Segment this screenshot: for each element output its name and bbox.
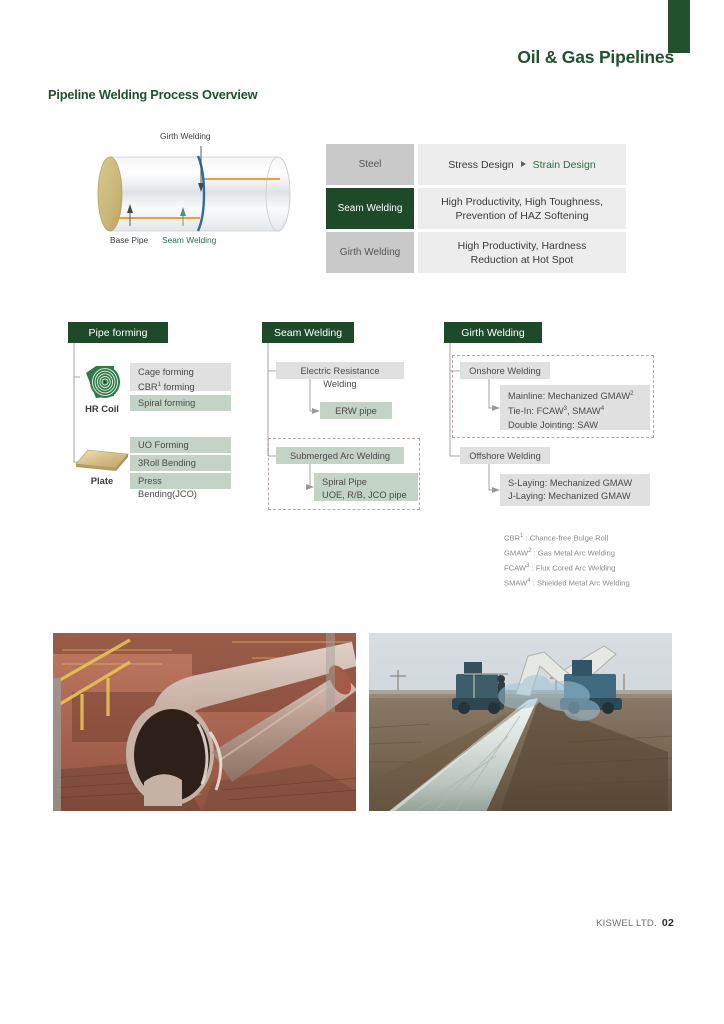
table-row: Steel Stress Design Strain Design xyxy=(326,144,626,185)
pipe-diagram: Girth Welding Base Pipe Seam Welding xyxy=(88,125,314,255)
footnote-cbr: CBR1 : Chance-free Bulge Roll xyxy=(504,533,609,543)
node-3roll-bending[interactable]: 3Roll Bending xyxy=(130,455,231,471)
plate-icon xyxy=(74,448,130,474)
node-spiral-forming[interactable]: Spiral forming xyxy=(130,395,231,411)
pipe-label-base-pipe: Base Pipe xyxy=(110,235,149,245)
node-uo-forming[interactable]: UO Forming xyxy=(130,437,231,453)
hr-coil-label: HR Coil xyxy=(85,403,119,414)
footer-company: KISWEL LTD. xyxy=(596,918,657,929)
dashed-highlight-onshore xyxy=(452,355,654,438)
row-key-seam-welding: Seam Welding xyxy=(326,188,414,229)
row-key-girth-welding: Girth Welding xyxy=(326,232,414,273)
footer-page-number: 02 xyxy=(661,917,674,929)
footnote-gmaw: GMAW2 : Gas Metal Arc Welding xyxy=(504,547,615,558)
pipe-label-girth-welding: Girth Welding xyxy=(160,131,211,141)
photo-field-pipeline-welding xyxy=(368,632,673,812)
girth-value-line1: High Productivity, Hardness xyxy=(457,239,587,252)
node-saw-pipe-products[interactable]: Spiral Pipe UOE, R/B, JCO pipe xyxy=(314,473,418,501)
page-footer: KISWEL LTD. 02 xyxy=(400,917,674,929)
node-onshore-processes[interactable]: Mainline: Mechanized GMAW2 Tie-In: FCAW3… xyxy=(500,385,650,430)
node-electric-resistance-welding[interactable]: Electric Resistance Welding xyxy=(276,362,404,389)
cbr-forming-text: CBR1 forming xyxy=(138,382,195,393)
offshore-s-laying-text: S-Laying: Mechanized GMAW xyxy=(508,478,633,488)
row-value-steel: Stress Design Strain Design xyxy=(418,144,626,185)
plate-label: Plate xyxy=(90,475,114,486)
row-key-steel: Steel xyxy=(326,144,414,185)
pipe-label-seam-welding: Seam Welding xyxy=(162,235,217,245)
node-cage-cbr-forming[interactable]: Cage forming CBR1 forming xyxy=(130,363,231,393)
node-offshore-processes[interactable]: S-Laying: Mechanized GMAW J-Laying: Mech… xyxy=(500,474,650,506)
table-row: Girth Welding High Productivity, Hardnes… xyxy=(326,232,626,273)
dashed-highlight-saw xyxy=(268,438,420,510)
node-offshore-welding[interactable]: Offshore Welding xyxy=(460,447,550,464)
page-title: Oil & Gas Pipelines xyxy=(517,47,674,67)
flow-column-header-seam-welding[interactable]: Seam Welding xyxy=(262,322,354,343)
strain-design-text: Strain Design xyxy=(532,158,596,171)
node-erw-pipe[interactable]: ERW pipe xyxy=(320,402,392,419)
section-title: Pipeline Welding Process Overview xyxy=(48,87,258,102)
girth-value-line2: Reduction at Hot Spot xyxy=(470,253,574,266)
spiral-pipe-text: Spiral Pipe xyxy=(322,477,367,487)
photo-pipe-fabrication-yard xyxy=(52,632,357,812)
onshore-double-jointing-text: Double Jointing: SAW xyxy=(508,419,599,430)
uoe-rb-jco-pipe-text: UOE, R/B, JCO pipe xyxy=(322,490,407,501)
cage-forming-text: Cage forming xyxy=(138,367,194,377)
stress-design-text: Stress Design xyxy=(448,158,514,171)
onshore-tiein-text: Tie-In: FCAW3, SMAW4 xyxy=(508,406,605,417)
properties-table: Steel Stress Design Strain Design Seam We… xyxy=(326,144,626,276)
footnote-smaw: SMAW4 : Shielded Metal Arc Welding xyxy=(504,577,630,588)
offshore-j-laying-text: J-Laying: Mechanized GMAW xyxy=(508,491,631,502)
seam-value-line1: High Productivity, High Toughness, xyxy=(441,195,603,208)
flow-column-header-girth-welding[interactable]: Girth Welding xyxy=(444,322,542,343)
row-value-seam-welding: High Productivity, High Toughness, Preve… xyxy=(418,188,626,229)
node-press-bending-jco[interactable]: Press Bending(JCO) xyxy=(130,473,231,499)
footnote-fcaw: FCAW3 : Flux Cored Arc Welding xyxy=(504,562,616,573)
arrow-right-icon xyxy=(520,160,526,167)
flow-column-header-pipe-forming[interactable]: Pipe forming xyxy=(68,322,168,343)
header-accent-tab xyxy=(668,0,690,53)
footnotes-list: CBR1 : Chance-free Bulge Roll GMAW2 : Ga… xyxy=(504,530,630,590)
hr-coil-icon xyxy=(80,362,124,402)
row-value-girth-welding: High Productivity, Hardness Reduction at… xyxy=(418,232,626,273)
onshore-mainline-text: Mainline: Mechanized GMAW2 xyxy=(508,391,634,402)
node-submerged-arc-welding[interactable]: Submerged Arc Welding xyxy=(276,447,404,464)
node-onshore-welding[interactable]: Onshore Welding xyxy=(460,362,550,379)
table-row: Seam Welding High Productivity, High Tou… xyxy=(326,188,626,229)
seam-value-line2: Prevention of HAZ Softening xyxy=(455,209,589,222)
